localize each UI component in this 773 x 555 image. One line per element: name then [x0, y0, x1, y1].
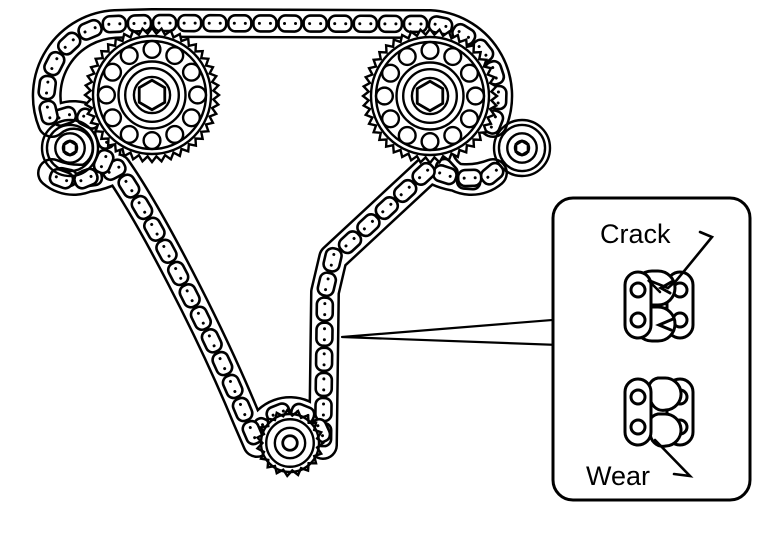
chain-link [377, 14, 404, 34]
sprocket-bolt-hole [465, 86, 486, 106]
sprocket-ring [117, 60, 187, 130]
crack-label: Crack [600, 219, 671, 249]
sprocket-ring [497, 123, 547, 173]
chain-link [314, 346, 334, 373]
sprocket-ring [410, 76, 450, 116]
sprocket-ring [395, 61, 465, 131]
sprocket-bolt-hole [443, 46, 463, 67]
sprocket-bolt-hole [165, 45, 185, 66]
sprocket-hub-hex [137, 78, 167, 112]
left-camshaft-sprocket [83, 26, 221, 164]
sprocket-bolt-hole [165, 124, 185, 145]
sprocket-hub [281, 434, 299, 452]
sprocket-group [40, 26, 552, 478]
sprocket-bolt-hole [459, 63, 480, 83]
sprocket-ring [132, 75, 172, 115]
sprocket-ring [273, 426, 307, 460]
sprocket-ring [45, 123, 95, 173]
sprocket-ring [265, 418, 315, 468]
chain-link [277, 14, 303, 33]
chain-link [252, 14, 278, 33]
sprocket-bolt-hole [420, 131, 440, 152]
chain-link [101, 14, 128, 34]
sprocket-bolt-hole [443, 125, 463, 146]
sprocket-ring [492, 118, 552, 178]
sprocket-bolt-hole [397, 125, 417, 146]
chain-link [302, 14, 328, 33]
chain-link-crack-sample [623, 269, 695, 343]
sprocket-ring [124, 67, 180, 123]
sprocket-bolt-hole [380, 63, 401, 83]
crack-leader-line [647, 230, 715, 294]
sprocket-bolt-hole [374, 86, 395, 106]
chain-link [315, 296, 335, 323]
sprocket-ring [402, 68, 458, 124]
chain-link [176, 13, 203, 33]
sprocket-bolt-hole [380, 109, 401, 129]
chain-link [314, 371, 334, 398]
sprocket-ring [369, 35, 491, 157]
chain-link [151, 13, 178, 33]
chain-link [314, 396, 333, 423]
sprocket-ring [54, 132, 86, 164]
right-camshaft-sprocket [361, 27, 499, 165]
crankshaft-sprocket [255, 408, 325, 478]
sprocket-bolt-hole [397, 46, 417, 67]
sprocket-bolt-hole [142, 39, 162, 60]
sprocket-ring [91, 34, 213, 156]
chain-link [456, 168, 483, 188]
chain-link [126, 13, 153, 33]
sprocket-bolt-hole [181, 62, 202, 82]
sprocket-bolt-hole [187, 85, 208, 105]
sprocket-ring [506, 132, 538, 164]
wear-label: Wear [586, 461, 650, 491]
chain-link [227, 13, 253, 33]
sprocket-ring [259, 412, 321, 474]
chain-link [327, 14, 354, 34]
left-idler-sprocket [40, 118, 100, 178]
sprocket-bolt-hole [102, 62, 123, 82]
sprocket-bolt-hole [142, 130, 162, 151]
sprocket-hub-hex [62, 139, 78, 157]
chain-link [36, 73, 58, 102]
right-idler-sprocket [492, 118, 552, 178]
sprocket-bolt-hole [420, 40, 440, 61]
sprocket-bolt-hole [96, 85, 117, 105]
chain-link [402, 14, 429, 34]
sprocket-bolt-hole [459, 109, 480, 129]
sprocket-bolt-hole [119, 124, 139, 145]
sprocket-bolt-hole [102, 108, 123, 128]
sprocket-bolt-hole [119, 45, 139, 66]
sprocket-hub-hex [415, 79, 445, 113]
sprocket-bolt-hole [181, 108, 202, 128]
detail-callout-box: Crack Wear [551, 196, 752, 502]
chain-link [314, 321, 334, 348]
sprocket-hub-hex [514, 139, 530, 157]
chain-link [201, 13, 228, 33]
chain-link-wear-sample [623, 376, 695, 448]
sprocket-ring [40, 118, 100, 178]
chain-link [352, 14, 379, 34]
wear-leader-line [653, 438, 694, 478]
